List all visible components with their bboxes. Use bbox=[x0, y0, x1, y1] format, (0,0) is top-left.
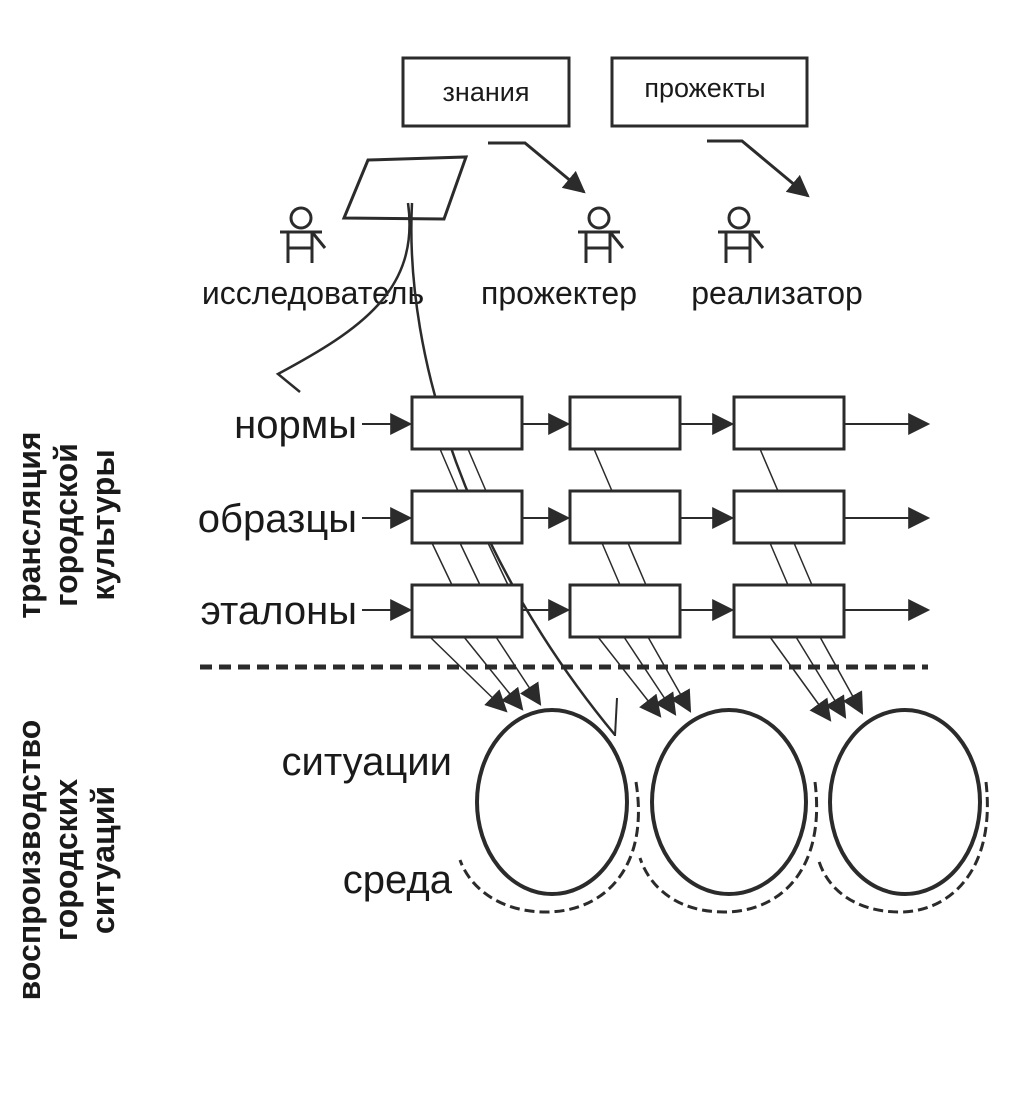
row-standards bbox=[362, 583, 931, 639]
long-influence-tick bbox=[614, 697, 618, 737]
norm-box-3 bbox=[732, 395, 846, 451]
situation-ellipse-3 bbox=[828, 708, 982, 896]
norm-box-2 bbox=[568, 395, 682, 451]
environment-label: среда bbox=[343, 858, 453, 902]
role-researcher: исследователь bbox=[202, 275, 424, 311]
projector-icon bbox=[578, 206, 625, 263]
row-label-samples: образцы bbox=[198, 497, 357, 541]
standard-box-2 bbox=[568, 583, 682, 639]
knowledge-label: знания bbox=[443, 77, 530, 107]
situation-ellipse-1 bbox=[475, 708, 629, 896]
long-influence-curve bbox=[410, 202, 616, 736]
row-norms bbox=[362, 395, 931, 451]
flow-arrows bbox=[429, 636, 864, 722]
reproduction-label-line-3: ситуаций bbox=[85, 786, 121, 934]
projects-arrow bbox=[707, 139, 810, 198]
role-realizer: реализатор bbox=[691, 275, 863, 311]
situations-label: ситуации bbox=[281, 740, 452, 784]
reproduction-label-line-1: воспроизводство bbox=[11, 720, 47, 1001]
knowledge-arrow bbox=[488, 141, 586, 194]
projects-box bbox=[610, 56, 809, 128]
culture-label-line-1: трансляция bbox=[11, 431, 47, 618]
knowledge-box bbox=[401, 56, 571, 128]
reproduction-label-line-2: городских bbox=[48, 779, 84, 942]
environment-arcs bbox=[458, 781, 989, 914]
culture-side-label: трансляция городской культуры bbox=[11, 431, 121, 618]
role-projector: прожектер bbox=[481, 275, 637, 311]
culture-label-line-3: культуры bbox=[85, 449, 121, 600]
standard-box-1 bbox=[410, 583, 524, 639]
projects-label: прожекты bbox=[644, 73, 765, 103]
reproduction-side-label: воспроизводство городских ситуаций bbox=[11, 720, 121, 1001]
sample-box-1 bbox=[410, 489, 524, 545]
culture-label-line-2: городской bbox=[48, 443, 84, 607]
row-samples bbox=[362, 489, 931, 545]
document-shape bbox=[341, 155, 469, 221]
researcher-icon bbox=[280, 206, 327, 263]
realizer-icon bbox=[718, 206, 765, 263]
row-label-standards: эталоны bbox=[200, 589, 357, 633]
norm-box-1 bbox=[410, 395, 524, 451]
sample-box-3 bbox=[732, 489, 846, 545]
row-label-norms: нормы bbox=[234, 403, 357, 447]
inter-row-links bbox=[431, 448, 813, 586]
sample-box-2 bbox=[568, 489, 682, 545]
situation-ellipse-2 bbox=[650, 708, 808, 896]
standard-box-3 bbox=[732, 583, 846, 639]
norm-influence-curve bbox=[275, 202, 411, 393]
